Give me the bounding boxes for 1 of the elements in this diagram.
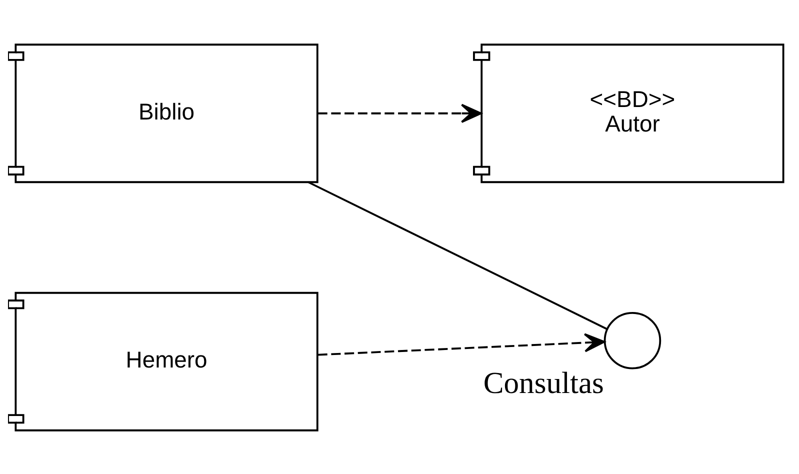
node-label: Consultas — [483, 365, 604, 400]
